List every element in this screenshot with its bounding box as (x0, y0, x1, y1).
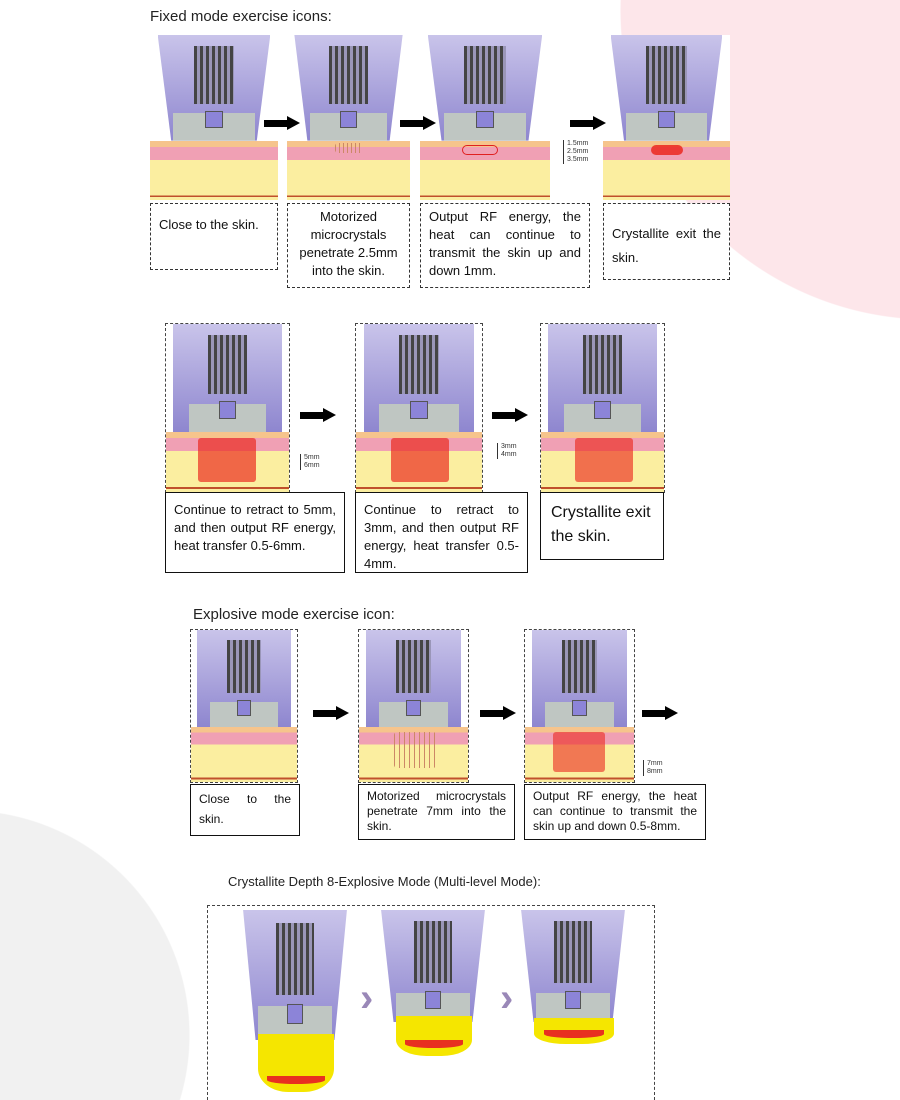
arrow-right-icon (570, 116, 606, 130)
multilevel-mode-illustration: › › (207, 905, 655, 1100)
arrow-right-icon (300, 408, 336, 422)
depth-label: 8mm (647, 768, 663, 775)
explosive-step-3-caption: Output RF energy, the heat can continue … (524, 784, 706, 840)
retract-step-3-illustration (540, 323, 665, 493)
retract-step-2-caption: Continue to retract to 3mm, and then out… (355, 492, 528, 573)
multilevel-device-2 (374, 910, 492, 1022)
explosive-step-3-illustration (524, 629, 635, 783)
fixed-step-3-caption: Output RF energy, the heat can continue … (420, 203, 590, 288)
depth-label: 6mm (304, 462, 320, 469)
fixed-step-1-illustration (150, 35, 278, 200)
arrow-right-icon (264, 116, 300, 130)
multilevel-heat-zone-deep (258, 1034, 334, 1092)
multilevel-device-1 (236, 910, 354, 1040)
arrow-right-icon (492, 408, 528, 422)
fixed-mode-title: Fixed mode exercise icons: (150, 8, 332, 25)
depth-label: 1.5mm (567, 140, 589, 147)
fixed-step-1-caption: Close to the skin. (150, 203, 278, 270)
retract-step-1-caption: Continue to retract to 5mm, and then out… (165, 492, 345, 573)
multilevel-device-3 (514, 910, 632, 1022)
explosive-mode-title: Explosive mode exercise icon: (193, 606, 395, 623)
chevron-right-icon: › (500, 976, 514, 1020)
depth-label: 5mm (304, 454, 320, 461)
fixed-step-4-illustration (603, 35, 730, 200)
multilevel-heat-zone-shallow (534, 1018, 614, 1044)
retract-step-2-illustration (355, 323, 483, 493)
multilevel-heat-zone-mid (396, 1016, 472, 1056)
depth-label: 4mm (501, 451, 517, 458)
arrow-right-icon (480, 706, 516, 720)
arrow-right-icon (400, 116, 436, 130)
retract-step-1-illustration (165, 323, 290, 493)
multilevel-mode-title: Crystallite Depth 8-Explosive Mode (Mult… (228, 874, 541, 889)
explosive-step-2-caption: Motorized microcrystals penetrate 7mm in… (358, 784, 515, 840)
arrow-right-icon (642, 706, 678, 720)
arrow-right-icon (313, 706, 349, 720)
fixed-step-2-illustration (287, 35, 410, 200)
fixed-step-3-illustration (420, 35, 550, 200)
depth-label: 7mm (647, 760, 663, 767)
depth-label: 2.5mm (567, 148, 589, 155)
explosive-step-2-illustration (358, 629, 469, 783)
explosive-step-1-caption: Close to the skin. (190, 784, 300, 836)
depth-label: 3mm (501, 443, 517, 450)
depth-label: 3.5mm (567, 156, 589, 163)
retract-step-3-caption: Crystallite exit the skin. (540, 492, 664, 560)
fixed-step-4-caption: Crystallite exit the skin. (603, 203, 730, 280)
explosive-step-1-illustration (190, 629, 298, 783)
chevron-right-icon: › (360, 976, 374, 1020)
fixed-step-2-caption: Motorized microcrystals penetrate 2.5mm … (287, 203, 410, 288)
